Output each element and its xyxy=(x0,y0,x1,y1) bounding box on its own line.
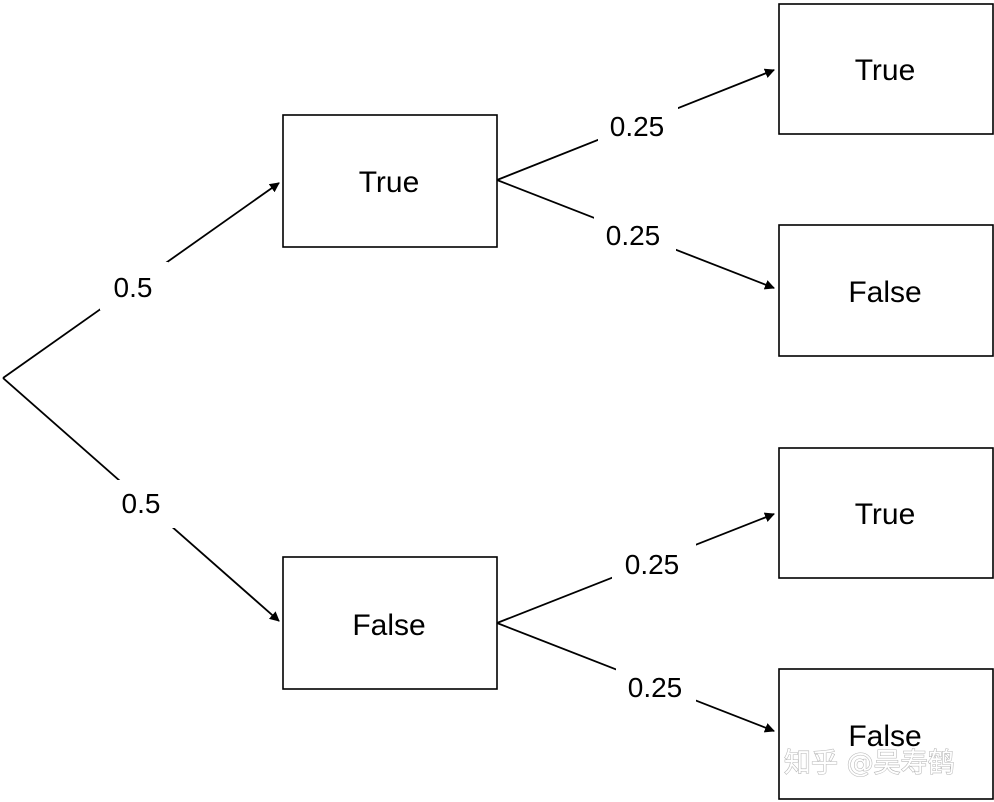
node-level1-true: True xyxy=(282,114,498,248)
node-level2-false-false-label: False xyxy=(848,720,921,753)
node-level1-false: False xyxy=(282,556,498,690)
node-level2-true-true: True xyxy=(778,3,994,135)
node-level2-false-true: True xyxy=(778,447,994,579)
node-level2-false-true-label: True xyxy=(855,498,916,531)
edge-label-false-true: 0.25 xyxy=(625,549,680,580)
watermark: 知乎 @吴寿鹤 xyxy=(784,748,955,779)
edge-label-true-false: 0.25 xyxy=(606,220,661,251)
edge-label-false-false: 0.25 xyxy=(628,672,683,703)
edge-label-true-true: 0.25 xyxy=(610,111,665,142)
node-level1-true-label: True xyxy=(359,166,420,199)
node-level2-true-false: False xyxy=(778,224,994,357)
node-level1-false-label: False xyxy=(352,609,425,642)
edge-label-root-true: 0.5 xyxy=(114,272,153,303)
node-level2-true-false-label: False xyxy=(848,276,921,309)
node-level2-true-true-label: True xyxy=(855,54,916,87)
edge-label-root-false: 0.5 xyxy=(122,488,161,519)
node-level2-false-false: False xyxy=(778,668,994,800)
